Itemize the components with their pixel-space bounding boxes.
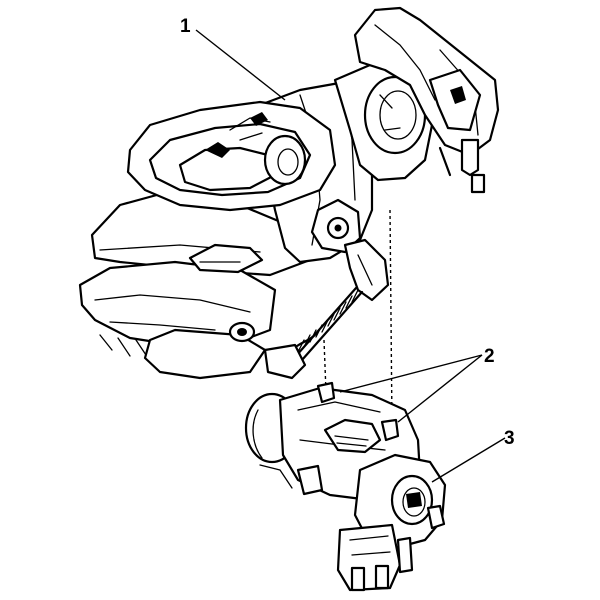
callout-leaders: [195, 29, 506, 483]
callout-2-label: 2: [484, 346, 495, 367]
callout-3-label: 3: [504, 428, 515, 449]
callout-1-label: 1: [180, 16, 191, 37]
steering-column-housing: [78, 6, 500, 380]
ignition-switch-assembly: [244, 381, 447, 592]
